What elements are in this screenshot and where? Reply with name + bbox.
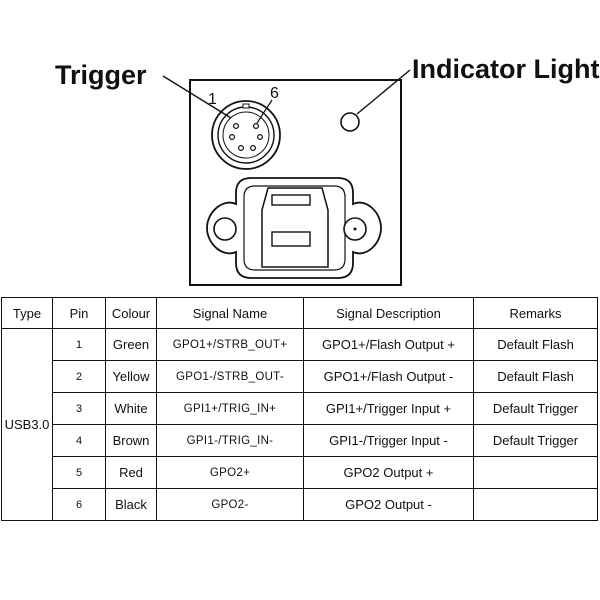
colour-cell: Yellow <box>105 360 157 393</box>
indicator-light <box>340 112 360 132</box>
colour-cell: White <box>105 392 157 425</box>
colour-cell: Red <box>105 456 157 489</box>
connector-pin-4 <box>250 145 257 152</box>
header-type: Type <box>1 297 53 329</box>
indicator-callout-label: Indicator Light <box>412 54 599 84</box>
pin-cell: 6 <box>52 488 106 521</box>
connector-pin-1 <box>233 122 240 129</box>
connector-pin-5 <box>257 134 264 141</box>
pin-cell: 4 <box>52 424 106 457</box>
connector-pin-6 <box>253 122 260 129</box>
signal-description-cell: GPO2 Output + <box>303 456 474 489</box>
signal-description-cell: GPI1+/Trigger Input + <box>303 392 474 425</box>
table-row: USB3.0 1 Green GPO1+/STRB_OUT+ GPO1+/Fla… <box>1 328 598 521</box>
pin-label-last: 6 <box>270 85 279 102</box>
table-row: 3 White GPI1+/TRIG_IN+ GPI1+/Trigger Inp… <box>2 392 598 425</box>
pin-label-first: 1 <box>208 91 217 108</box>
remarks-cell: Default Flash <box>473 360 598 393</box>
usb3-port <box>206 177 382 279</box>
signal-description-cell: GPO1+/Flash Output + <box>303 328 474 361</box>
table-row: 2 Yellow GPO1-/STRB_OUT- GPO1+/Flash Out… <box>2 360 598 393</box>
pin-cell: 2 <box>52 360 106 393</box>
header-colour: Colour <box>105 297 157 329</box>
type-cell: USB3.0 <box>1 328 53 521</box>
colour-cell: Brown <box>105 424 157 457</box>
remarks-cell: Default Trigger <box>473 392 598 425</box>
trigger-leader-line <box>162 75 232 119</box>
colour-cell: Green <box>105 328 157 361</box>
connector-pin-3 <box>238 145 245 152</box>
table-header-row: Type Pin Colour Signal Name Signal Descr… <box>1 297 598 329</box>
trigger-callout-label: Trigger <box>55 60 147 90</box>
remarks-cell <box>473 488 598 521</box>
indicator-leader-line <box>356 69 411 115</box>
signal-name-cell: GPO1+/STRB_OUT+ <box>156 328 304 361</box>
pin-cell: 5 <box>52 456 106 489</box>
signal-description-cell: GPO1+/Flash Output - <box>303 360 474 393</box>
table-row: 4 Brown GPI1-/TRIG_IN- GPI1-/Trigger Inp… <box>2 424 598 457</box>
pin-cell: 1 <box>52 328 106 361</box>
signal-description-cell: GPO2 Output - <box>303 488 474 521</box>
pin6-leader-line <box>256 99 273 124</box>
table-row: 6 Black GPO2- GPO2 Output - <box>2 488 598 521</box>
signal-name-cell: GPI1-/TRIG_IN- <box>156 424 304 457</box>
remarks-cell <box>473 456 598 489</box>
header-pin: Pin <box>52 297 106 329</box>
camera-back-diagram: 1 6 Trigger Indicator Light <box>55 54 599 286</box>
colour-cell: Black <box>105 488 157 521</box>
signal-name-cell: GPO1-/STRB_OUT- <box>156 360 304 393</box>
header-signal-name: Signal Name <box>156 297 304 329</box>
remarks-cell: Default Trigger <box>473 424 598 457</box>
left-screw-hole <box>213 217 237 241</box>
header-signal-description: Signal Description <box>303 297 474 329</box>
connector-pin-2 <box>229 134 236 141</box>
header-remarks: Remarks <box>473 297 598 329</box>
table-row: 5 Red GPO2+ GPO2 Output + <box>2 456 598 489</box>
signal-name-cell: GPO2+ <box>156 456 304 489</box>
remarks-cell: Default Flash <box>473 328 598 361</box>
pin-cell: 3 <box>52 392 106 425</box>
trigger-connector <box>211 100 281 170</box>
signal-name-cell: GPI1+/TRIG_IN+ <box>156 392 304 425</box>
signal-name-cell: GPO2- <box>156 488 304 521</box>
pinout-table: Type Pin Colour Signal Name Signal Descr… <box>1 297 598 521</box>
signal-description-cell: GPI1-/Trigger Input - <box>303 424 474 457</box>
